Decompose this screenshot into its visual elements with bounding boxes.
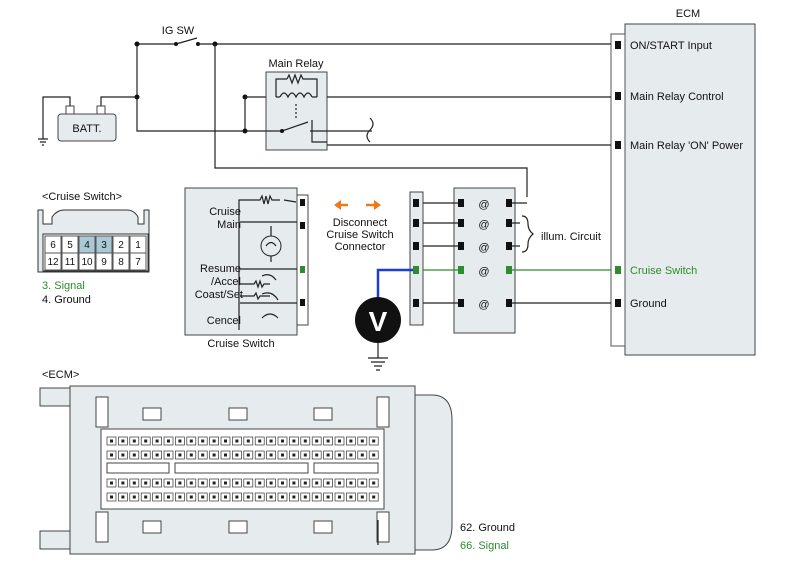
cruise-switch-box [184,187,309,336]
connector-pin-number: 7 [135,257,141,268]
ecm-note-signal: 66. Signal [460,540,509,552]
disconnect-note-2: Cruise Switch [326,229,393,241]
connector-pin [112,252,130,271]
disconnect-arrow-icon [334,200,381,210]
connector-pin-number: 12 [47,257,59,268]
voltmeter: V [355,268,413,371]
cancel-label: Cencel [207,315,241,327]
resume-label-2: /Accel [211,276,241,288]
connector-pin-number: 5 [67,240,73,251]
svg-text:@: @ [478,266,489,278]
connector-pin [61,252,79,271]
connector-pin-number: 8 [118,257,124,268]
disconnect-note-1: Disconnect [333,217,387,229]
disconnected-connector [409,191,424,326]
connector-pin-number: 3 [101,240,107,251]
main-relay-label: Main Relay [268,58,324,70]
harness-connector: @ @ @ @ @ [453,187,516,334]
ecm-pin-main-relay-control: Main Relay Control [630,91,724,103]
connector-pin [95,252,113,271]
ecm-terminals [615,41,621,307]
battery: BATT. [38,96,117,146]
battery-label: BATT. [72,123,101,135]
connector-pin-number: 6 [50,240,56,251]
ig-switch-label: IG SW [162,25,195,37]
connector-pin [78,252,96,271]
svg-text:@: @ [478,242,489,254]
connector-pin-number: 1 [135,240,141,251]
illum-circuit-label: illum. Circuit [541,231,601,243]
ecm-connector [610,33,626,347]
resume-label-1: Resume [200,263,241,275]
ecm-pin-on-start-input: ON/START Input [630,40,712,52]
connector-pin [129,252,147,271]
connector-pin [44,252,62,271]
connector-pin-number: 2 [118,240,124,251]
svg-text:@: @ [478,199,489,211]
ecm-note-ground: 62. Ground [460,522,515,534]
ecm-pin-ground: Ground [630,298,667,310]
ecm-pin-main-relay-on-power: Main Relay 'ON' Power [630,140,743,152]
ecm-box [624,23,756,356]
cruise-main-label-1: Cruise [209,206,241,218]
ecm-connector-face [39,385,453,555]
cruise-note-ground: 4. Ground [42,294,91,306]
cruise-note-signal: 3. Signal [42,280,85,292]
ecm-title: ECM [676,8,700,20]
main-relay [265,71,328,151]
connector-pin-number: 9 [101,257,107,268]
voltmeter-symbol: V [369,306,388,337]
cruise-switch-caption: Cruise Switch [207,338,274,350]
connector-pin-number: 4 [84,240,90,251]
cruise-switch-title: <Cruise Switch> [42,191,122,203]
coast-label: Coast/Set [195,289,243,301]
ecm-section-title: <ECM> [42,369,79,381]
connector-pin-number: 11 [65,257,76,268]
cruise-main-label-2: Main [217,219,241,231]
svg-text:@: @ [478,219,489,231]
disconnect-note-3: Connector [335,241,386,253]
connector-pin-number: 10 [81,257,93,268]
svg-text:@: @ [478,299,489,311]
ecm-pin-cruise-switch: Cruise Switch [630,265,697,277]
